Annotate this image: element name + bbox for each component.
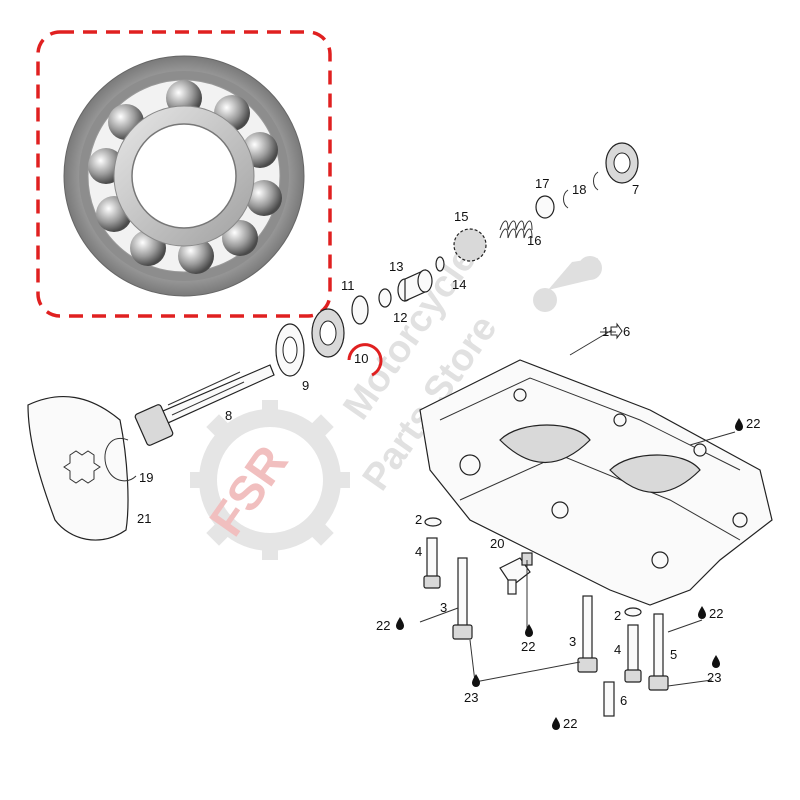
callout-15: 15	[454, 209, 468, 224]
part-3-bolt-a	[452, 557, 473, 640]
callout-22d: 22	[709, 606, 723, 621]
callout-12: 12	[393, 310, 407, 325]
part-5-bolt	[648, 613, 669, 691]
leader-lines	[419, 329, 736, 687]
part-4-bolt-a	[423, 537, 441, 589]
part-21-plate	[27, 395, 129, 541]
callout-14: 14	[452, 277, 466, 292]
part-17-ring	[535, 195, 555, 219]
highlight-ring-10	[347, 343, 383, 377]
part-8-shaft	[134, 364, 275, 446]
part-19-circlip	[104, 437, 137, 482]
callout-1: 1	[602, 324, 609, 339]
fasteners	[423, 517, 669, 717]
callout-6-range: 6	[623, 324, 630, 339]
part-4-bolt-b	[624, 624, 642, 683]
callout-4a: 4	[415, 544, 422, 559]
oil-drop-icon	[712, 655, 720, 668]
bearing-photo	[63, 55, 305, 297]
part-2-washer-b	[624, 607, 642, 617]
part-18-clip	[563, 189, 569, 209]
part-13-sleeve	[397, 269, 433, 302]
callout-20: 20	[490, 536, 504, 551]
part-6-stud	[603, 681, 615, 717]
part-14-ring	[435, 256, 445, 272]
callout-22b: 22	[521, 639, 535, 654]
oil-drop-icon	[735, 418, 743, 431]
callout-19: 19	[139, 470, 153, 485]
part-12-ring	[378, 288, 392, 308]
part-15-gear	[453, 228, 487, 262]
oil-drop-icon	[525, 624, 533, 637]
oil-drop-icon	[698, 606, 706, 619]
oil-drop-icons	[396, 418, 743, 730]
oil-drop-icon	[552, 717, 560, 730]
callout-6: 6	[620, 693, 627, 708]
callout-21: 21	[137, 511, 151, 526]
motorcycle-icon	[533, 256, 602, 312]
highlight-box	[36, 30, 332, 318]
arrow-right-icon	[610, 322, 623, 340]
callout-5: 5	[670, 647, 677, 662]
callout-11: 11	[341, 278, 355, 293]
part-20-fitting	[499, 552, 533, 595]
callout-3a: 3	[440, 600, 447, 615]
callout-23b: 23	[707, 670, 721, 685]
callout-18: 18	[572, 182, 586, 197]
callout-23a: 23	[464, 690, 478, 705]
callout-4b: 4	[614, 642, 621, 657]
callout-9: 9	[302, 378, 309, 393]
callout-2b: 2	[614, 608, 621, 623]
callout-10: 10	[354, 351, 368, 366]
callout-17: 17	[535, 176, 549, 191]
crankcase-half	[419, 359, 773, 606]
callout-13: 13	[389, 259, 403, 274]
callout-22e: 22	[563, 716, 577, 731]
callout-22c: 22	[746, 416, 760, 431]
part-2-washer-a	[424, 517, 442, 527]
callouts: 1 6 7 8 9 10 11 12 13 14 15 16 17 18 19 …	[137, 176, 760, 731]
callout-3b: 3	[569, 634, 576, 649]
oil-drop-icon	[472, 674, 480, 687]
gear-icon	[190, 400, 350, 560]
callout-7: 7	[632, 182, 639, 197]
shaft-assembly	[27, 142, 639, 541]
callout-16: 16	[527, 233, 541, 248]
callout-8: 8	[225, 408, 232, 423]
callout-22a: 22	[376, 618, 390, 633]
part-16-spring	[499, 220, 533, 239]
oil-drop-icon	[396, 617, 404, 630]
part-11-washer	[351, 295, 369, 325]
part-3-bolt-b	[577, 595, 598, 673]
callout-2a: 2	[415, 512, 422, 527]
